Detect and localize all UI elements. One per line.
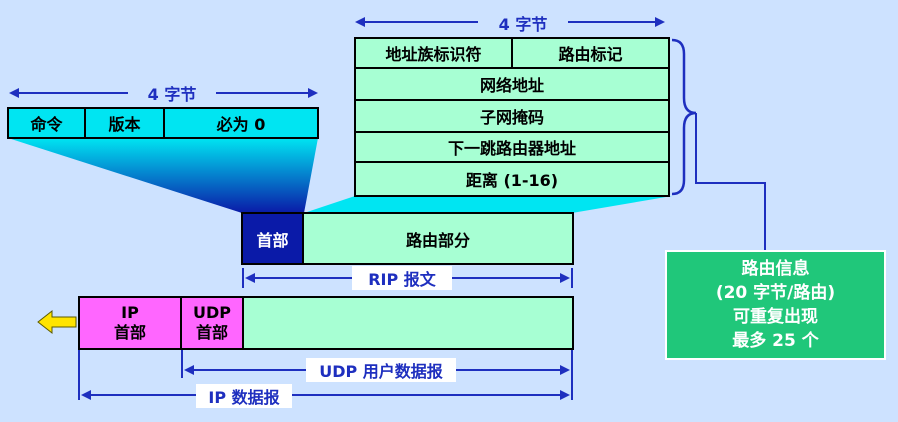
ip-datagram: IP 首部 UDP 首部	[78, 296, 574, 350]
route-funnel	[304, 196, 672, 213]
route-info-line1: 路由信息	[741, 259, 810, 279]
left-arrow	[37, 309, 77, 335]
route-field-route-tag: 路由标记	[513, 39, 668, 69]
ip-span-label: IP 数据报	[196, 384, 292, 408]
route-width-label: 4 字节	[498, 15, 548, 34]
header-width-dimension	[9, 88, 318, 98]
route-field-subnet-mask: 子网掩码	[356, 101, 668, 133]
route-info-box: 路由信息 (20 字节/路由) 可重复出现 最多 25 个	[665, 250, 886, 360]
ip-header-line2: 首部	[113, 323, 146, 342]
route-field-network-address: 网络地址	[356, 69, 668, 101]
header-width-label: 4 字节	[147, 85, 197, 104]
route-field-address-family: 地址族标识符	[356, 39, 513, 69]
brace-connector	[695, 113, 766, 250]
header-funnel	[8, 138, 318, 213]
ip-span-dimension	[78, 350, 573, 400]
route-width-dimension	[355, 17, 665, 27]
udp-header-line2: 首部	[195, 323, 228, 342]
route-info-line4: 最多 25 个	[732, 331, 819, 351]
route-field-next-hop: 下一跳路由器地址	[356, 133, 668, 163]
udp-header-line1: UDP	[193, 303, 231, 322]
route-info-line2: (20 字节/路由)	[715, 283, 836, 303]
ip-header-cell: IP 首部	[80, 298, 182, 348]
route-entry-table: 地址族标识符 路由标记 网络地址 子网掩码 下一跳路由器地址 距离 (1-16)	[354, 37, 670, 197]
rip-span-label: RIP 报文	[352, 266, 452, 290]
route-info-line3: 可重复出现	[733, 307, 818, 327]
ip-header-line1: IP	[121, 303, 139, 322]
header-field-version: 版本	[86, 109, 165, 137]
header-field-must-be-zero: 必为 0	[216, 115, 266, 134]
udp-span-label: UDP 用户数据报	[306, 358, 456, 382]
route-field-distance: 距离 (1-16)	[465, 171, 559, 190]
rip-span-dimension	[242, 268, 573, 288]
routing-part-cell: 路由部分	[405, 230, 470, 250]
rip-header-table: 命令 版本 必为 0	[7, 107, 319, 139]
rip-message: 首部 路由部分	[241, 212, 574, 265]
udp-header-cell: UDP 首部	[182, 298, 244, 348]
route-entry-brace	[671, 38, 697, 196]
rip-header-cell: 首部	[243, 214, 304, 263]
header-field-command: 命令	[9, 109, 86, 137]
